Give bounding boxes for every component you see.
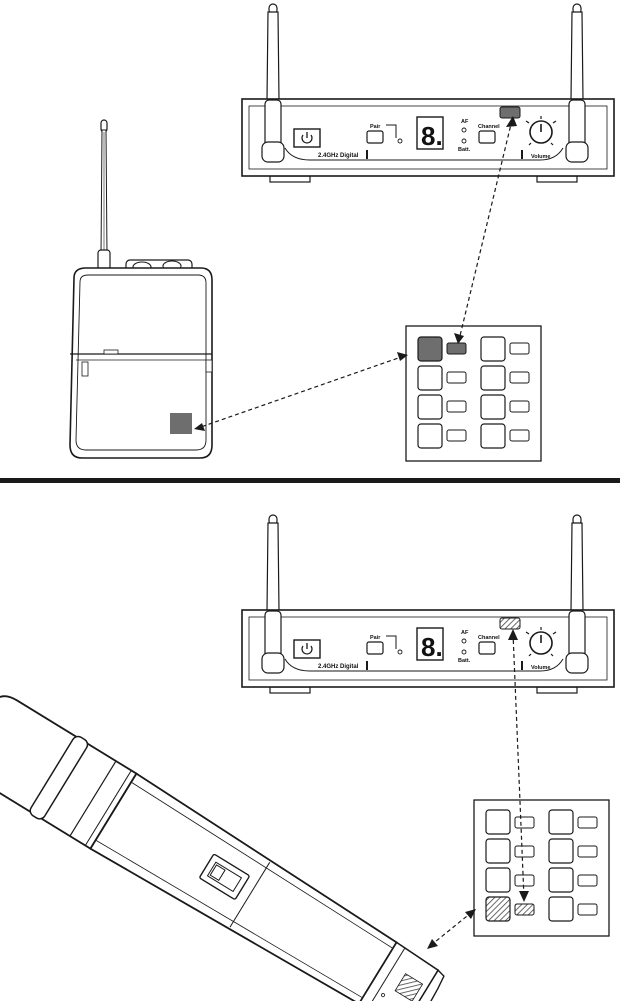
- pair-led: [397, 138, 403, 144]
- antenna-icon: [266, 514, 280, 612]
- section-separator: [0, 478, 620, 483]
- pair-button[interactable]: [366, 641, 384, 655]
- signal-arrow: [429, 632, 525, 947]
- batt-label: Batt.: [458, 147, 471, 153]
- antenna-icon: [570, 514, 584, 612]
- pair-label: Pair: [370, 124, 381, 130]
- display-digit: 8.: [421, 121, 443, 151]
- power-icon: [301, 643, 313, 655]
- signal-arrow: [197, 119, 513, 429]
- display-digit: 8.: [421, 632, 443, 662]
- channel-label: Channel: [478, 635, 500, 641]
- zoom-panel-bottom: [473, 799, 610, 937]
- power-button[interactable]: [293, 128, 321, 148]
- brand-text: 2.4GHz Digital: [318, 153, 359, 159]
- channel-button[interactable]: [478, 641, 496, 655]
- transmitter-ir-window: [170, 413, 192, 434]
- top-receiver: 2.4GHz Digital Pair 8. AF Batt. Channel: [241, 3, 615, 183]
- ir-window: [499, 106, 521, 119]
- pair-led: [397, 649, 403, 655]
- hatched-indicator-icon: [499, 617, 521, 630]
- volume-knob-icon[interactable]: [525, 116, 557, 146]
- pair-label: Pair: [370, 635, 381, 641]
- channel-button[interactable]: [478, 130, 496, 144]
- volume-knob-icon[interactable]: [525, 627, 557, 657]
- af-label: AF: [461, 119, 469, 125]
- channel-display: [416, 627, 444, 661]
- af-label: AF: [461, 630, 469, 636]
- batt-led: [461, 649, 467, 655]
- brand-text: 2.4GHz Digital: [318, 664, 359, 670]
- af-led: [461, 638, 467, 644]
- bodypack-transmitter: [69, 119, 213, 459]
- handheld-microphone: [0, 695, 445, 1001]
- batt-led: [461, 138, 467, 144]
- power-icon: [301, 132, 313, 144]
- batt-label: Batt.: [458, 658, 471, 664]
- volume-label: Volume: [531, 665, 550, 671]
- mic-ir-window: [394, 973, 424, 1001]
- channel-display: [416, 116, 444, 150]
- volume-label: Volume: [531, 154, 550, 160]
- power-button[interactable]: [293, 639, 321, 659]
- zoom-panel-top: [405, 325, 542, 462]
- channel-label: Channel: [478, 124, 500, 130]
- pair-button[interactable]: [366, 130, 384, 144]
- af-led: [461, 127, 467, 133]
- bottom-receiver: 2.4GHz Digital Pair 8. AF Batt. Channel …: [241, 514, 615, 694]
